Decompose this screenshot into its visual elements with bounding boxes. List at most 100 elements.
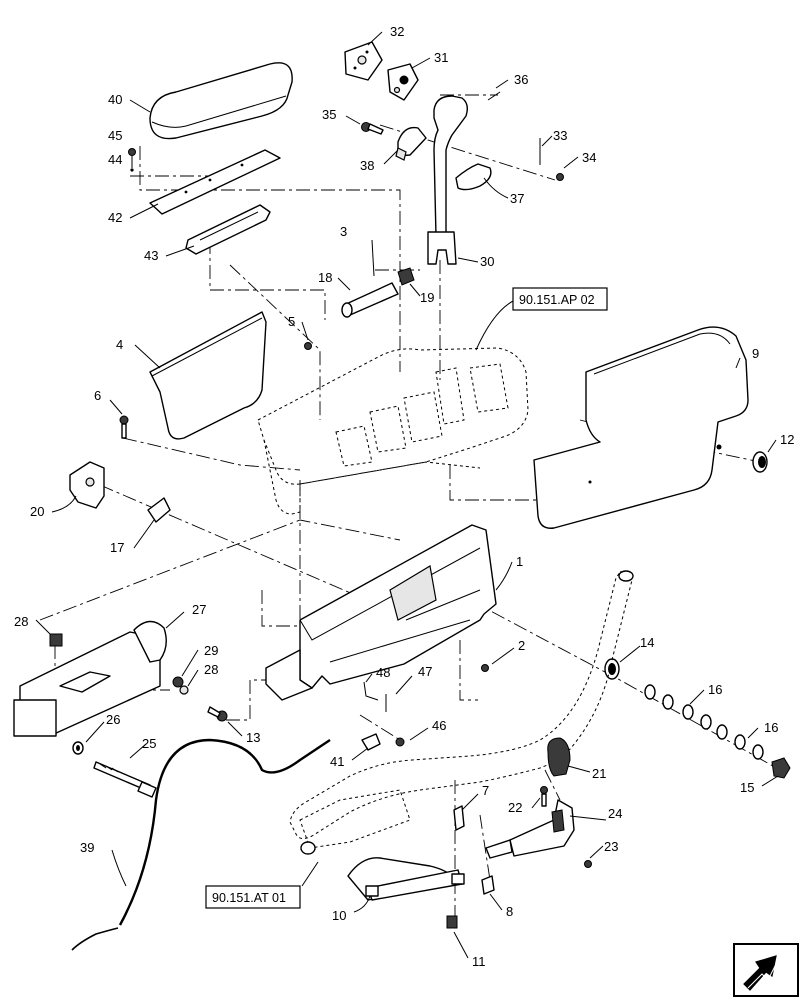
part-16-washers-a — [644, 684, 694, 720]
callout-23: 23 — [604, 839, 618, 854]
callout-11: 11 — [472, 954, 486, 969]
callout-12: 12 — [780, 432, 794, 447]
callout-31: 31 — [434, 50, 448, 65]
callout-29: 29 — [204, 643, 218, 658]
part-37-half-grip — [455, 163, 492, 191]
callout-34: 34 — [582, 150, 596, 165]
callout-39: 39 — [80, 840, 94, 855]
callout-9: 9 — [752, 346, 759, 361]
callout-43: 43 — [144, 248, 158, 263]
part-27-armrest-box — [13, 620, 167, 737]
callout-17: 17 — [110, 540, 124, 555]
part-32-cap — [344, 41, 383, 81]
callout-42: 42 — [108, 210, 122, 225]
callout-38: 38 — [360, 158, 374, 173]
callout-40: 40 — [108, 92, 122, 107]
part-6-screw — [119, 415, 129, 439]
part-38-clamp — [395, 126, 427, 161]
ref-linkage-label: 90.151.AT 01 — [212, 891, 286, 905]
callout-24: 24 — [608, 806, 622, 821]
callout-16-lower: 16 — [764, 720, 778, 735]
ref-box-linkage[interactable]: 90.151.AT 01 — [205, 885, 301, 909]
part-28a-nut — [49, 633, 63, 647]
part-21-knob — [547, 737, 571, 777]
part-18-clevis-pin — [341, 282, 399, 318]
part-29-28b-fasteners — [172, 676, 189, 695]
leader-lines — [35, 31, 779, 959]
callout-47: 47 — [418, 664, 432, 679]
main-console-body — [257, 347, 529, 515]
part-39-cable — [71, 738, 331, 951]
callout-27: 27 — [192, 602, 206, 617]
callout-8: 8 — [506, 904, 513, 919]
callout-1: 1 — [516, 554, 523, 569]
part-31-bracket — [387, 63, 419, 101]
part-5-screw — [304, 342, 312, 350]
callout-35: 35 — [322, 107, 336, 122]
part-16-washers-b — [700, 714, 764, 760]
part-3-pin — [371, 239, 375, 277]
part-20-bracket — [69, 461, 105, 509]
part-26-washer — [72, 741, 84, 755]
part-36-spring-pin — [487, 91, 501, 101]
callout-21: 21 — [592, 766, 606, 781]
part-42-plate — [149, 149, 281, 215]
callout-28-right: 28 — [204, 662, 218, 677]
part-1-base-frame — [265, 524, 497, 701]
part-24-switch-assembly — [485, 799, 575, 859]
console-switch-grid — [335, 363, 509, 467]
callout-48: 48 — [376, 665, 390, 680]
part-8-screw — [481, 875, 495, 895]
callout-2: 2 — [518, 638, 525, 653]
callout-labels: 32 31 36 40 35 45 33 44 34 38 37 42 3 43… — [14, 24, 794, 969]
part-30-lever — [427, 95, 469, 265]
part-25-long-bolt — [93, 761, 157, 798]
callout-44: 44 — [108, 152, 122, 167]
part-48-clip — [363, 681, 379, 701]
part-17-washer — [147, 497, 171, 523]
callout-19: 19 — [420, 290, 434, 305]
callout-37: 37 — [510, 191, 524, 206]
callout-5: 5 — [288, 314, 295, 329]
part-11-screw — [446, 915, 458, 929]
part-41-cable-clip — [361, 733, 381, 751]
part-19-bushing — [397, 267, 415, 286]
part-23-screw — [584, 860, 592, 868]
callout-33: 33 — [553, 128, 567, 143]
callout-41: 41 — [330, 754, 344, 769]
part-2-nut — [481, 664, 489, 672]
part-12-plug — [752, 451, 768, 473]
callout-25: 25 — [142, 736, 156, 751]
callout-22: 22 — [508, 800, 522, 815]
callout-18: 18 — [318, 270, 332, 285]
callout-7: 7 — [482, 783, 489, 798]
callout-6: 6 — [94, 388, 101, 403]
part-22-pin — [540, 786, 548, 807]
callout-28-left: 28 — [14, 614, 28, 629]
callout-14: 14 — [640, 635, 654, 650]
part-9-right-cover — [533, 326, 749, 529]
part-4-side-cover — [149, 311, 267, 440]
part-14-bushing — [604, 658, 620, 680]
callout-20: 20 — [30, 504, 44, 519]
part-40-armrest-pad — [149, 62, 293, 140]
shift-linkage-phantom — [289, 570, 634, 855]
callout-45: 45 — [108, 128, 122, 143]
part-44-45-screws — [128, 148, 136, 172]
next-page-arrow-icon[interactable] — [733, 943, 799, 997]
part-35-screw — [361, 122, 384, 135]
callout-36: 36 — [514, 72, 528, 87]
part-13-screw — [207, 706, 228, 722]
ref-box-console[interactable]: 90.151.AP 02 — [512, 287, 608, 311]
part-7-bracket — [453, 805, 465, 831]
callout-13: 13 — [246, 730, 260, 745]
callout-46: 46 — [432, 718, 446, 733]
part-15-nut — [771, 757, 791, 779]
callout-15: 15 — [740, 780, 754, 795]
ref-console-label: 90.151.AP 02 — [519, 293, 595, 307]
callout-16-upper: 16 — [708, 682, 722, 697]
callout-26: 26 — [106, 712, 120, 727]
part-34-nut — [556, 173, 564, 181]
part-46-screw — [395, 737, 405, 747]
